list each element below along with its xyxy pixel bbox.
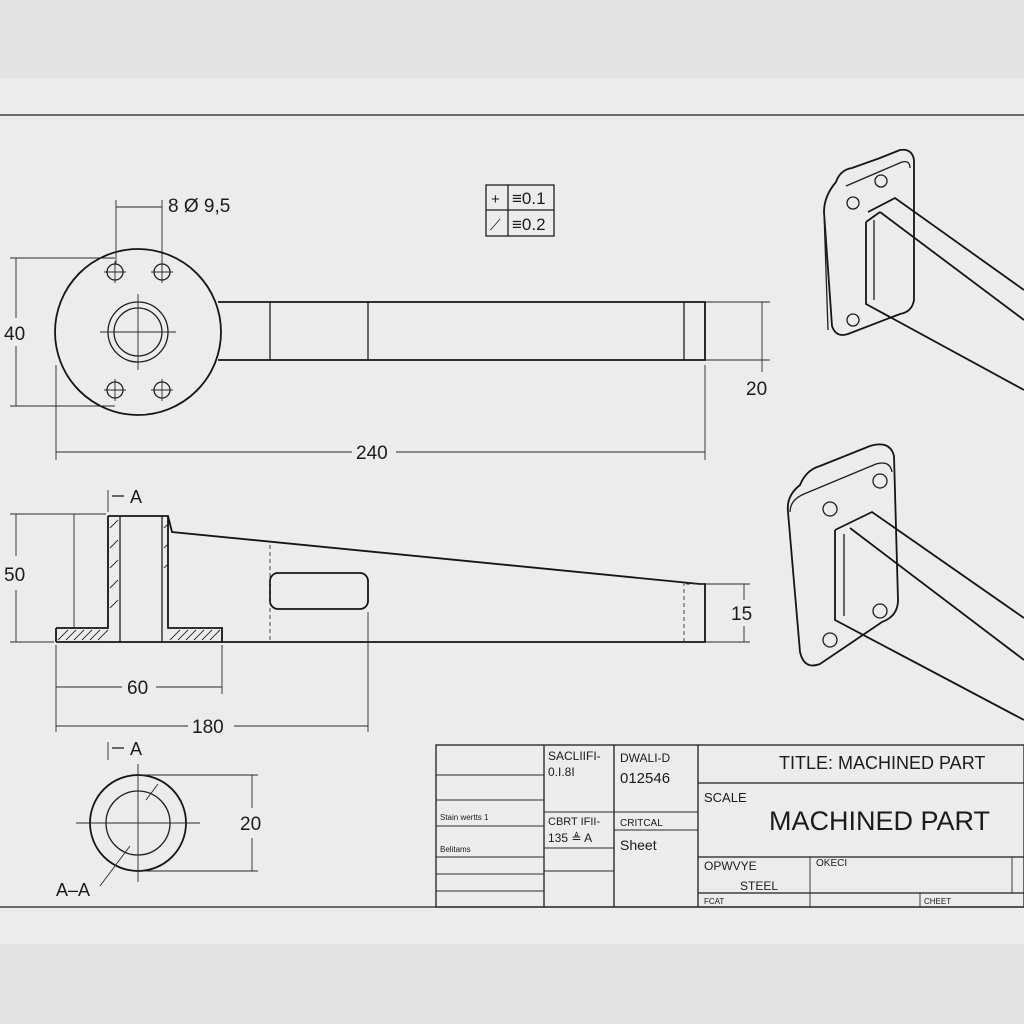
part-name: MACHINED PART bbox=[769, 806, 990, 836]
approved-label: OPWVYE bbox=[704, 859, 757, 873]
cert-label: CBRT IFII- bbox=[548, 816, 600, 828]
material-value: STEEL bbox=[740, 879, 778, 893]
dim-base-text: 60 bbox=[127, 678, 148, 699]
tolerance-frame: + ≡0.1 ⟋ ≡0.2 bbox=[485, 184, 555, 237]
tolerance-symbol-runout: ⟋ bbox=[490, 217, 501, 234]
footer-left-label: FCAT bbox=[704, 897, 724, 906]
dim-hole-text: 8 Ø 9,5 bbox=[168, 196, 230, 217]
footer-right-label: CHEET bbox=[924, 897, 951, 906]
bolt-hole bbox=[151, 379, 173, 401]
section-label: A bbox=[130, 739, 142, 759]
dim-tip-text: 15 bbox=[731, 604, 752, 625]
drawing-no-label: DWALI-D bbox=[620, 751, 671, 765]
check-label: OKECI bbox=[816, 858, 847, 869]
section-caption: A–A bbox=[56, 880, 90, 900]
isometric-view-lower bbox=[786, 443, 1024, 721]
bolt-hole bbox=[104, 261, 126, 283]
section-label: A bbox=[130, 487, 142, 507]
drawing-no-value: 012546 bbox=[620, 770, 670, 787]
sheet-label: Sheet bbox=[620, 837, 657, 853]
dim-length-text: 180 bbox=[192, 717, 224, 738]
bolt-hole bbox=[151, 261, 173, 283]
cert-value: 135 ≜ A bbox=[548, 831, 592, 845]
scale-code-label: SACLIIFI- bbox=[548, 749, 601, 763]
dim-height-text: 40 bbox=[4, 324, 25, 345]
isometric-view-upper bbox=[823, 148, 1024, 391]
section-view: A A–A 20 bbox=[56, 739, 261, 900]
dim-height-text: 50 bbox=[4, 565, 25, 586]
block-note-1: Stain wertts 1 bbox=[440, 813, 489, 822]
bolt-hole bbox=[104, 379, 126, 401]
block-note-2: Belitams bbox=[440, 845, 471, 854]
scale-code-value: 0.I.8I bbox=[548, 765, 575, 779]
tolerance-value-1: ≡0.1 bbox=[512, 189, 546, 208]
drawing-sheet: 8 Ø 9,5 40 20 240 + ≡0.1 ⟋ ≡0.2 bbox=[0, 78, 1024, 944]
technical-drawing: 8 Ø 9,5 40 20 240 + ≡0.1 ⟋ ≡0.2 bbox=[0, 114, 1024, 908]
slot bbox=[269, 572, 369, 610]
tolerance-value-2: ≡0.2 bbox=[512, 215, 546, 234]
dim-length-text: 240 bbox=[356, 443, 388, 464]
title-text: TITLE: MACHINED PART bbox=[779, 753, 985, 773]
arm-outline bbox=[218, 301, 706, 361]
tolerance-symbol-position: + bbox=[491, 191, 500, 208]
critical-label: CRITCAL bbox=[620, 818, 663, 829]
leader-line bbox=[145, 783, 159, 801]
title-block: Stain wertts 1 Belitams SACLIIFI- 0.I.8I… bbox=[435, 744, 1024, 908]
top-view: 8 Ø 9,5 40 20 240 bbox=[4, 196, 770, 464]
scale-label: SCALE bbox=[704, 790, 747, 805]
flange-outline bbox=[54, 248, 222, 416]
leader-line bbox=[99, 845, 131, 887]
side-view: A 50 15 60 180 bbox=[4, 487, 752, 738]
section-hatch bbox=[57, 519, 221, 641]
dim-diameter-text: 20 bbox=[240, 814, 261, 835]
dim-arm-text: 20 bbox=[746, 379, 767, 400]
